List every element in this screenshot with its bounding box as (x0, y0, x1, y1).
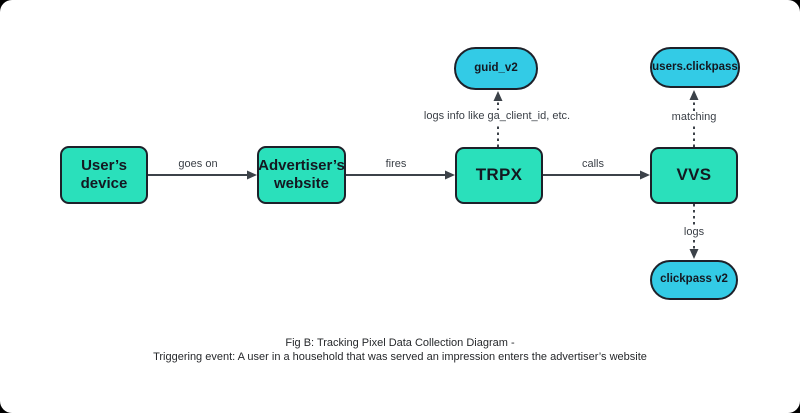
edge-label-matching: matching (668, 111, 720, 124)
arrow-matching (689, 90, 699, 147)
node-users-clickpass: users.clickpass (650, 47, 740, 88)
node-users-device: User’s device (60, 146, 148, 204)
arrow-logs (689, 204, 699, 259)
arrow-goes-on (148, 170, 257, 180)
node-trpx: TRPX (455, 147, 543, 204)
node-guid-v2: guid_v2 (454, 47, 538, 90)
edge-label-logs-info: logs info like ga_client_id, etc. (420, 110, 574, 123)
edge-label-calls: calls (581, 158, 605, 170)
node-advertisers-website: Advertiser’s website (257, 146, 346, 204)
arrow-logs-info (493, 91, 503, 147)
node-vvs: VVS (650, 147, 738, 204)
caption-line-2: Triggering event: A user in a household … (153, 351, 647, 363)
edge-label-fires: fires (385, 158, 407, 170)
figure-caption: Fig B: Tracking Pixel Data Collection Di… (0, 336, 800, 364)
edge-label-logs: logs (680, 226, 708, 239)
arrow-fires (346, 170, 455, 180)
edge-label-goes-on: goes on (178, 158, 218, 170)
caption-line-1: Fig B: Tracking Pixel Data Collection Di… (285, 337, 515, 349)
node-clickpass-v2: clickpass v2 (650, 260, 738, 300)
arrow-calls (543, 170, 650, 180)
